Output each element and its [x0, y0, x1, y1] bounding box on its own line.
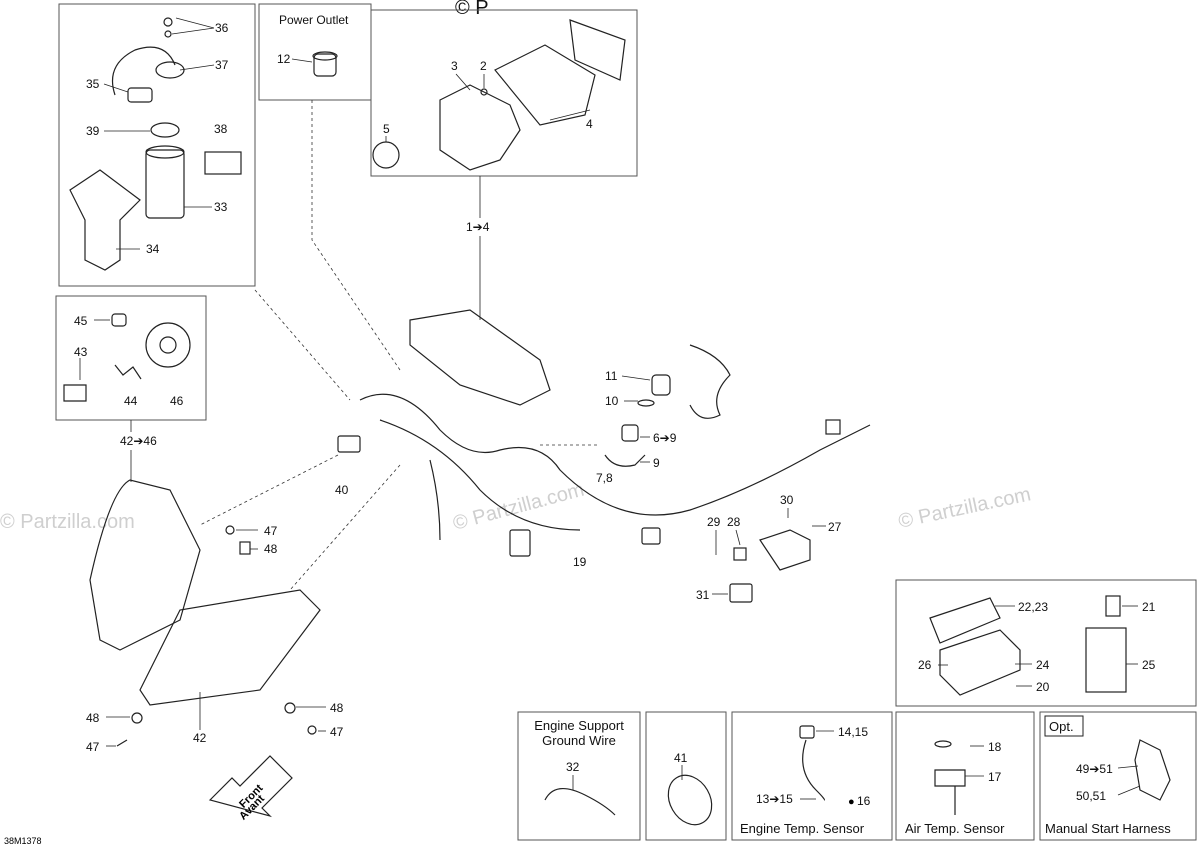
gauge-housing-3 — [439, 84, 521, 171]
callout: 34 — [146, 242, 160, 256]
headlight-42 — [139, 589, 321, 706]
box-fuse — [895, 579, 1197, 707]
box-title: Power Outlet — [279, 13, 349, 27]
front-arrow: Front Avant — [208, 755, 293, 823]
callout: 26 — [918, 658, 932, 672]
watermark: © Partzilla.com — [896, 483, 1032, 533]
callout: 4 — [586, 117, 593, 131]
callout: 48 — [264, 542, 278, 556]
bracket-34 — [69, 169, 141, 271]
callout: 10 — [605, 394, 619, 408]
callout: 33 — [214, 200, 228, 214]
callout: 16 — [857, 794, 871, 808]
gauge-4 — [494, 44, 596, 126]
bracket-27 — [759, 529, 811, 571]
callout: 47 — [86, 740, 100, 754]
fuse-label-25 — [1085, 627, 1127, 693]
callout: 25 — [1142, 658, 1156, 672]
ground-wire-32 — [544, 788, 616, 816]
callout: 47 — [330, 725, 344, 739]
sensor-9 — [604, 454, 646, 467]
callout: 11 — [605, 369, 618, 383]
callout: 38 — [214, 122, 228, 136]
label-38 — [204, 151, 242, 175]
callout: 29 — [707, 515, 721, 529]
box-title: Engine Temp. Sensor — [740, 821, 865, 836]
box-engine-temp — [731, 711, 893, 841]
callout: 24 — [1036, 658, 1050, 672]
callout: 39 — [86, 124, 100, 138]
headlight-left — [89, 479, 201, 651]
callout: 5 — [383, 122, 390, 136]
callout: 22,23 — [1018, 600, 1048, 614]
callout: 6➔9 — [653, 431, 677, 445]
callout: 48 — [86, 711, 100, 725]
callout: 9 — [653, 456, 660, 470]
fuse-box-cover — [929, 597, 1001, 644]
box-solenoid — [58, 3, 256, 287]
watermark: © Partzilla.com — [0, 511, 135, 533]
callout: 30 — [780, 493, 794, 507]
wiring-harness-19 — [359, 393, 871, 516]
callout: 31 — [696, 588, 710, 602]
callout: 43 — [74, 345, 88, 359]
callout: 14,15 — [838, 725, 868, 739]
box-manual-start — [1039, 711, 1197, 841]
callout: 44 — [124, 394, 138, 408]
box-title: Engine Support — [534, 718, 624, 733]
diagram-code: 38M1378 — [4, 836, 42, 846]
callout: 18 — [988, 740, 1002, 754]
fuse-box-24 — [939, 629, 1021, 696]
callout: 49➔51 — [1076, 762, 1113, 776]
callout: 35 — [86, 77, 100, 91]
callout: 27 — [828, 520, 842, 534]
gauge-face-5 — [372, 141, 400, 169]
power-outlet-12 — [313, 53, 337, 77]
callout: 7,8 — [596, 471, 613, 485]
air-temp-sensor — [934, 769, 966, 787]
fluid-icon: ● — [848, 796, 855, 808]
watermark: © Partzilla.com — [451, 479, 587, 535]
callout: 42 — [193, 731, 207, 745]
box-title: Air Temp. Sensor — [905, 821, 1005, 836]
callout: 3 — [451, 59, 458, 73]
harness-35 — [111, 46, 176, 96]
gauge-assembly — [409, 309, 551, 406]
callout: 37 — [215, 58, 229, 72]
callout: 36 — [215, 21, 229, 35]
callout: 42➔46 — [120, 434, 157, 448]
opt-badge — [1044, 715, 1084, 737]
engine-temp-sensor — [802, 739, 825, 801]
callout: 47 — [264, 524, 278, 538]
callout: 32 — [566, 760, 580, 774]
callout: 19 — [573, 555, 587, 569]
box-engine-support — [517, 711, 641, 841]
solenoid-33 — [145, 149, 185, 219]
clamp-41 — [667, 774, 713, 826]
callout: 20 — [1036, 680, 1050, 694]
callout: 12 — [277, 52, 291, 66]
callout: 2 — [480, 59, 487, 73]
callout: 41 — [674, 751, 688, 765]
callout: 48 — [330, 701, 344, 715]
callout: 1➔4 — [466, 220, 490, 234]
box-title: Ground Wire — [542, 733, 616, 748]
opt-label: Opt. — [1049, 719, 1074, 734]
manual-start-harness — [1134, 739, 1171, 801]
callout: 40 — [335, 483, 349, 497]
box-clamp — [645, 711, 727, 841]
callout: 17 — [988, 770, 1002, 784]
callout: 50,51 — [1076, 789, 1106, 803]
callout: 13➔15 — [756, 792, 793, 806]
bulb-cover-46 — [145, 322, 191, 368]
callout: 46 — [170, 394, 184, 408]
box-air-temp — [895, 711, 1035, 841]
box-title: Manual Start Harness — [1045, 821, 1171, 836]
tether-11 — [651, 374, 671, 396]
callout: 21 — [1142, 600, 1156, 614]
box-gauge — [370, 9, 638, 177]
callout: 45 — [74, 314, 88, 328]
callout: 28 — [727, 515, 741, 529]
